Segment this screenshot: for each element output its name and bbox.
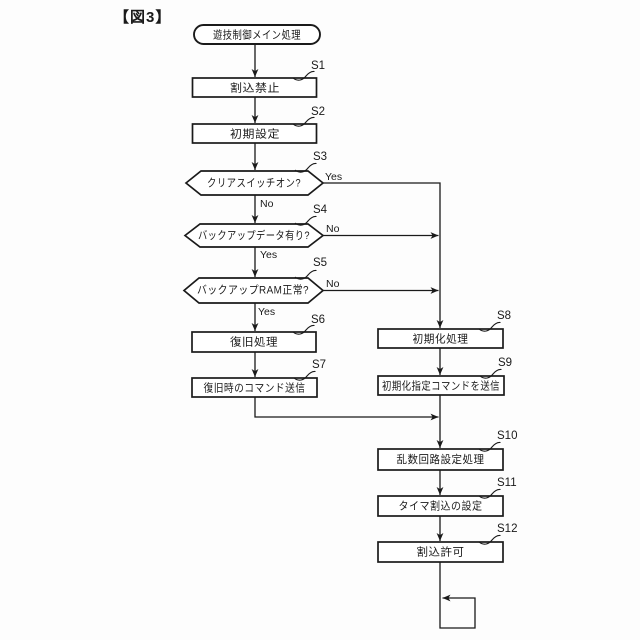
step-s10-id: S10 — [497, 430, 517, 442]
step-s12-id: S12 — [497, 523, 517, 535]
step-s6-id: S6 — [311, 314, 325, 326]
step-s7-box — [191, 377, 318, 398]
step-s11-id: S11 — [497, 477, 517, 489]
step-s9-label: 初期化指定コマンドを送信 — [382, 379, 500, 393]
step-s11-label: タイマ割込の設定 — [399, 499, 483, 513]
decision-s4-hexagon — [183, 223, 325, 248]
step-s7-id: S7 — [312, 359, 326, 371]
decision-s3-hexagon — [184, 170, 325, 196]
step-s8-box — [377, 328, 504, 349]
s5-yes-label: Yes — [258, 306, 275, 318]
step-s8-id: S8 — [497, 310, 511, 322]
s3-no-label: No — [260, 198, 274, 210]
start-terminal — [193, 24, 321, 45]
s4-no-label: No — [326, 223, 340, 235]
s4-yes-label: Yes — [260, 249, 277, 261]
s3-yes-label: Yes — [325, 171, 342, 183]
step-s1-label: 割込禁止 — [230, 81, 280, 95]
decision-s5-label: バックアップRAM正常? — [197, 284, 309, 297]
s5-no-label: No — [326, 278, 340, 290]
step-s10-box — [377, 448, 504, 471]
step-s12-box — [377, 541, 504, 563]
step-s1-id: S1 — [311, 60, 325, 72]
start-terminal-label: 遊技制御メイン処理 — [213, 28, 301, 42]
step-s1-box — [191, 77, 318, 98]
step-s7-label: 復旧時のコマンド送信 — [204, 381, 306, 395]
edge-main-loop — [439, 562, 476, 629]
decision-s5-hexagon — [182, 277, 325, 304]
step-s9-id: S9 — [498, 357, 512, 369]
step-s9-box — [377, 375, 505, 396]
decision-s4-label: バックアップデータ有り? — [198, 228, 310, 242]
step-s3-id: S3 — [313, 151, 327, 163]
step-s12-label: 割込許可 — [417, 545, 465, 559]
edge-s3-yes-to-s8 — [323, 182, 444, 328]
step-s11-box — [377, 495, 504, 517]
decision-s3-label: クリアスイッチオン? — [207, 177, 301, 190]
step-s8-label: 初期化処理 — [413, 332, 469, 346]
step-s10-label: 乱数回路設定処理 — [397, 452, 485, 466]
step-s6-label: 復旧処理 — [230, 336, 278, 349]
step-s4-id: S4 — [313, 204, 328, 216]
step-s2-box — [191, 123, 318, 144]
figure-title: 【図3】 — [114, 8, 171, 26]
step-s5-id: S5 — [313, 257, 327, 269]
edge-s7-to-merge — [254, 397, 439, 421]
step-s2-id: S2 — [311, 106, 325, 118]
step-s6-box — [191, 331, 317, 353]
step-s2-label: 初期設定 — [230, 127, 280, 141]
